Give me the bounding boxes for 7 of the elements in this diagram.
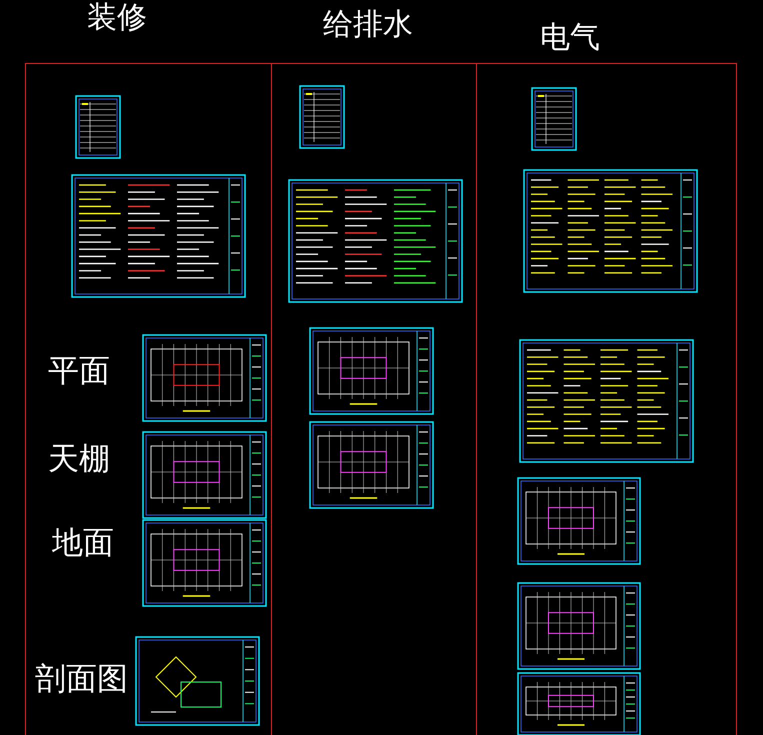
column-heading: 装修: [87, 3, 147, 33]
row-label: 平面: [48, 356, 110, 387]
column-heading: 给排水: [323, 10, 413, 40]
column-heading: 电气: [540, 23, 600, 53]
row-label: 天棚: [48, 444, 110, 475]
row-label: 剖面图: [35, 664, 128, 695]
row-label: 地面: [52, 528, 114, 559]
